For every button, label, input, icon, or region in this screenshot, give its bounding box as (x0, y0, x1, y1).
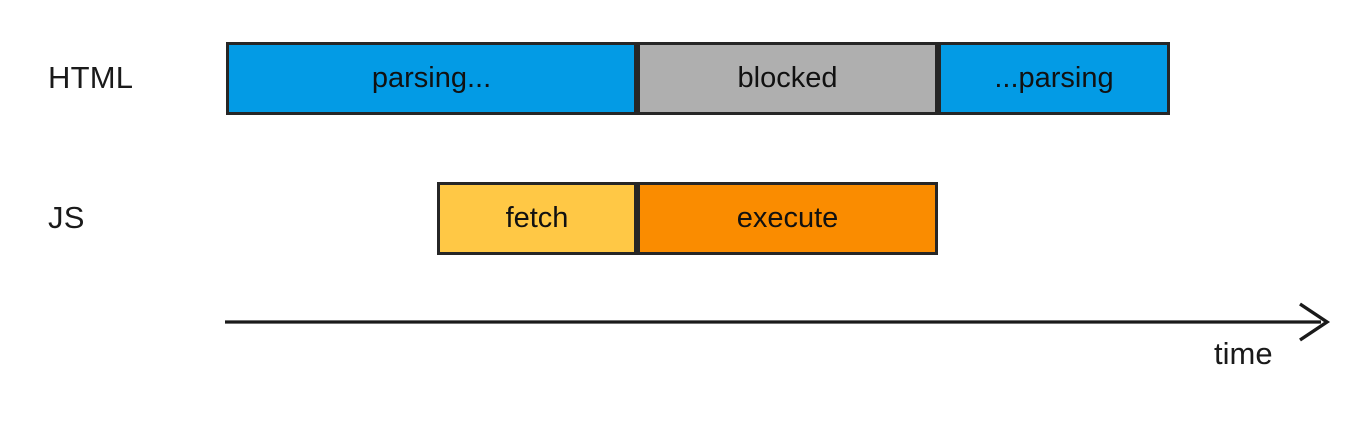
segment-parsing-start: parsing... (226, 42, 637, 115)
row-label-js: JS (48, 200, 85, 235)
timeline-track-html: parsing... blocked ...parsing (226, 42, 1170, 115)
timeline-track-js: fetch execute (437, 182, 938, 255)
segment-execute: execute (637, 182, 938, 255)
arrow-right-icon (225, 302, 1331, 342)
row-label-html: HTML (48, 60, 134, 95)
segment-parsing-resume: ...parsing (938, 42, 1170, 115)
segment-blocked: blocked (637, 42, 938, 115)
time-axis-label: time (1214, 336, 1273, 371)
segment-fetch: fetch (437, 182, 637, 255)
time-axis (225, 302, 1331, 358)
